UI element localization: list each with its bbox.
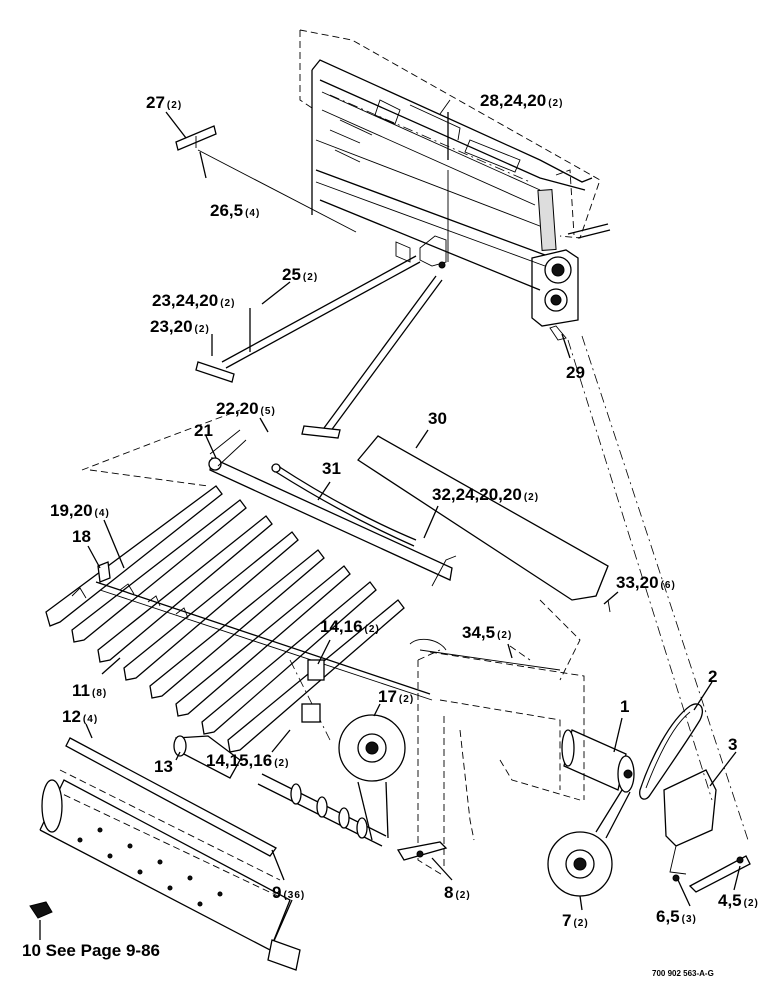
callout-14-16: 14,16(2)	[320, 617, 380, 636]
callout-7: 7(2)	[562, 911, 589, 930]
callout-13: 13	[154, 757, 173, 776]
callout-17: 17(2)	[378, 687, 414, 706]
callout-30: 30	[428, 409, 447, 428]
callout-18: 18	[72, 527, 91, 546]
figure-code: 700 902 563-A-G	[652, 969, 714, 978]
callout-34-5: 34,5(2)	[462, 623, 512, 642]
callout-12: 12(4)	[62, 707, 98, 726]
frame	[396, 599, 585, 877]
callout-1: 1	[620, 697, 629, 716]
bottom-roller	[29, 737, 301, 971]
callout-9: 9(36)	[272, 883, 305, 902]
callout-33-20: 33,20(6)	[616, 573, 676, 592]
callout-31: 31	[322, 459, 341, 478]
drive-belt-bracket	[567, 335, 751, 893]
callout-26-5: 26,5(4)	[210, 201, 260, 220]
support-rods	[175, 125, 567, 439]
callout-28-24-20: 28,24,20(2)	[480, 91, 563, 110]
tine-bars	[45, 409, 433, 753]
callout-11: 11(8)	[72, 681, 107, 700]
callout-6-5: 6,5(3)	[656, 907, 697, 926]
callout-10-see-page: 10 See Page 9-86	[22, 941, 160, 960]
callout-8: 8(2)	[444, 883, 471, 902]
callout-2: 2	[708, 667, 717, 686]
callout-14-15-16: 14,15,16(2)	[206, 751, 289, 770]
callout-29: 29	[566, 363, 585, 382]
machine-housing	[299, 29, 611, 327]
leader-lines	[39, 111, 741, 940]
callout-23-20: 23,20(2)	[150, 317, 210, 336]
callout-19-20: 19,20(4)	[50, 501, 110, 520]
callout-4-5: 4,5(2)	[718, 891, 759, 910]
callout-32-24-20-20: 32,24,20,20(2)	[432, 485, 539, 504]
callout-27: 27(2)	[146, 93, 182, 112]
rollers	[173, 714, 635, 897]
callout-23-24-20: 23,24,20(2)	[152, 291, 235, 310]
callout-25: 25(2)	[282, 265, 318, 284]
callout-22-20: 22,20(5)	[216, 399, 276, 418]
callout-3: 3	[728, 735, 737, 754]
crossbar-assembly	[208, 429, 611, 613]
callout-labels: 27(2) 28,24,20(2) 26,5(4) 25(2) 23,24,20…	[22, 91, 759, 978]
callout-21: 21	[194, 421, 213, 440]
